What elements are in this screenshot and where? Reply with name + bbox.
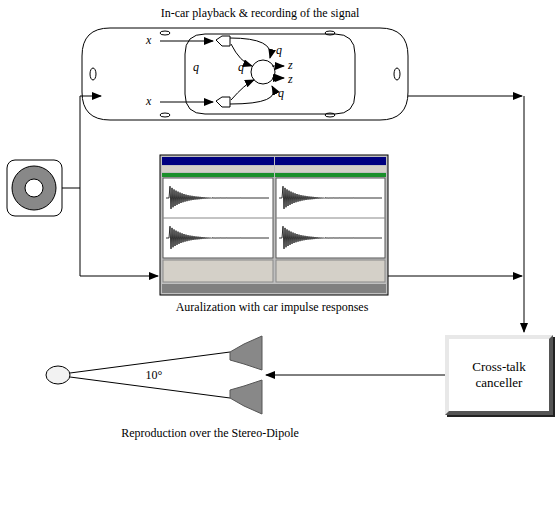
- car-loudspeaker: [216, 36, 230, 107]
- path-name: q: [276, 43, 282, 57]
- signal-wire: [62, 96, 524, 375]
- waveform: [166, 226, 269, 249]
- waveform: [279, 226, 382, 249]
- cd-source: [7, 160, 62, 216]
- caption-text: Reproduction over the Stereo-Dipole: [121, 426, 299, 440]
- path-name: q: [278, 86, 284, 100]
- signal-name: z: [288, 72, 293, 86]
- angle-label: 10°: [144, 368, 165, 382]
- path-name: q: [193, 60, 199, 74]
- caption-text: Auralization with car impulse responses: [176, 300, 369, 314]
- car-outline: [82, 28, 408, 120]
- signal-name: x: [146, 33, 151, 47]
- stereo-dipole: [46, 336, 262, 414]
- signal-name: z: [288, 58, 293, 72]
- signal-name: x: [146, 94, 151, 108]
- impulse-response-screenshot: [160, 155, 388, 295]
- process-box: Cross-talk canceller: [445, 335, 553, 415]
- path-name: q: [238, 60, 244, 74]
- box-text: Cross-talk canceller: [449, 355, 549, 395]
- transfer-path: [160, 38, 274, 104]
- listener-head: [251, 60, 284, 84]
- waveform: [279, 186, 382, 209]
- title-text: In-car playback & recording of the signa…: [161, 6, 360, 20]
- waveform: [166, 186, 269, 209]
